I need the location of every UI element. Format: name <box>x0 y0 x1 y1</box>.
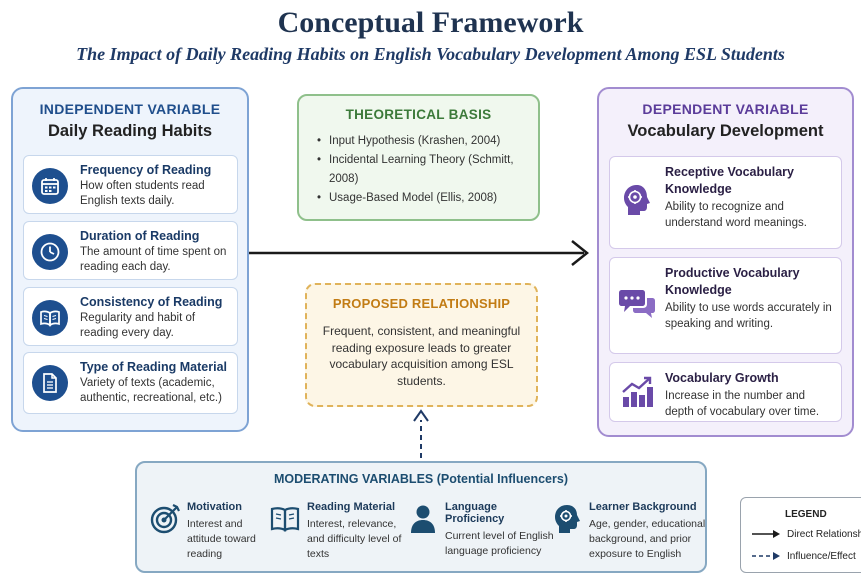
dependent-item-growth: Vocabulary Growth Increase in the number… <box>609 362 842 422</box>
page-subtitle: The Impact of Daily Reading Habits on En… <box>76 44 785 64</box>
proposed-heading: PROPOSED RELATIONSHIP <box>332 296 511 311</box>
theoretical-basis-panel: THEORETICAL BASIS Input Hypothesis (Kras… <box>297 94 540 221</box>
item-description: Increase in the number and depth of voca… <box>665 390 820 418</box>
item-label: Learner Background <box>589 501 697 513</box>
theory-list: Input Hypothesis (Krashen, 2004) Inciden… <box>317 132 538 208</box>
item-label: Receptive Vocabulary Knowledge <box>665 165 794 196</box>
dependent-variable-panel: DEPENDENT VARIABLE Vocabulary Developmen… <box>597 87 854 437</box>
item-description: Age, gender, educational background, and… <box>589 518 706 560</box>
dependent-heading: DEPENDENT VARIABLE <box>642 101 809 117</box>
open-book-icon <box>32 300 68 336</box>
document-icon <box>32 365 68 401</box>
book-icon <box>270 507 300 532</box>
moderating-variables-panel: MODERATING VARIABLES (Potential Influenc… <box>135 461 707 573</box>
legend: LEGEND Direct Relationship Influence/Eff… <box>740 497 861 573</box>
moderating-influence-arrowhead <box>413 409 429 422</box>
item-label: Vocabulary Growth <box>665 371 779 385</box>
brain-icon <box>618 181 656 219</box>
item-description: How often students read English texts da… <box>80 180 205 207</box>
item-label: Reading Material <box>307 501 396 513</box>
target-icon <box>150 504 180 534</box>
proposed-text: Frequent, consistent, and meaningful rea… <box>322 324 521 388</box>
dashed-arrow-icon <box>752 552 780 561</box>
legend-item-influence: Influence/Effect <box>751 551 856 562</box>
independent-variable-panel: INDEPENDENT VARIABLE Daily Reading Habit… <box>11 87 249 432</box>
theory-item: Incidental Learning Theory (Schmitt, 200… <box>317 151 538 189</box>
person-icon <box>411 505 435 533</box>
item-description: Ability to recognize and understand word… <box>665 201 807 229</box>
independent-item-consistency: Consistency of Reading Regularity and ha… <box>23 287 238 346</box>
item-label: Type of Reading Material <box>80 360 228 374</box>
clock-icon <box>32 234 68 270</box>
dependent-item-productive: Productive Vocabulary Knowledge Ability … <box>609 257 842 354</box>
head-gear-icon <box>555 505 580 533</box>
theory-item: Input Hypothesis (Krashen, 2004) <box>317 132 538 151</box>
item-description: Interest, relevance, and difficulty leve… <box>307 518 402 560</box>
proposed-relationship-panel: PROPOSED RELATIONSHIP Frequent, consiste… <box>305 283 538 407</box>
legend-heading: LEGEND <box>785 509 827 520</box>
direct-relationship-arrowhead <box>571 240 590 266</box>
item-description: Regularity and habit of reading every da… <box>80 312 196 339</box>
dependent-name: Vocabulary Development <box>627 122 824 140</box>
legend-influence-label: Influence/Effect <box>787 551 856 562</box>
moderating-heading: MODERATING VARIABLES (Potential Influenc… <box>273 472 568 486</box>
item-description: The amount of time spent on reading each… <box>80 246 227 273</box>
item-label: Language Proficiency <box>445 501 505 525</box>
growth-chart-icon <box>618 373 656 411</box>
independent-heading: INDEPENDENT VARIABLE <box>39 101 221 117</box>
item-description: Interest and attitude toward reading <box>187 518 256 560</box>
independent-item-frequency: Frequency of Reading How often students … <box>23 155 238 214</box>
item-label: Frequency of Reading <box>80 163 212 177</box>
item-description: Variety of texts (academic, authentic, r… <box>80 377 222 404</box>
theory-item: Usage-Based Model (Ellis, 2008) <box>317 189 538 208</box>
dependent-item-receptive: Receptive Vocabulary Knowledge Ability t… <box>609 156 842 249</box>
item-description: Current level of English language profic… <box>445 530 554 557</box>
independent-item-duration: Duration of Reading The amount of time s… <box>23 221 238 280</box>
legend-direct-label: Direct Relationship <box>787 529 861 540</box>
item-label: Consistency of Reading <box>80 295 223 309</box>
theory-heading: THEORETICAL BASIS <box>345 107 492 122</box>
speech-bubbles-icon <box>618 284 656 322</box>
independent-item-material-type: Type of Reading Material Variety of text… <box>23 352 238 414</box>
legend-item-direct: Direct Relationship <box>751 529 861 540</box>
calendar-icon <box>32 168 68 204</box>
item-label: Motivation <box>187 501 242 513</box>
item-label: Productive Vocabulary Knowledge <box>665 266 800 297</box>
independent-name: Daily Reading Habits <box>47 122 213 140</box>
solid-arrow-icon <box>752 530 780 539</box>
item-description: Ability to use words accurately in speak… <box>665 302 832 330</box>
item-label: Duration of Reading <box>80 229 200 243</box>
page-title: Conceptual Framework <box>277 6 584 39</box>
